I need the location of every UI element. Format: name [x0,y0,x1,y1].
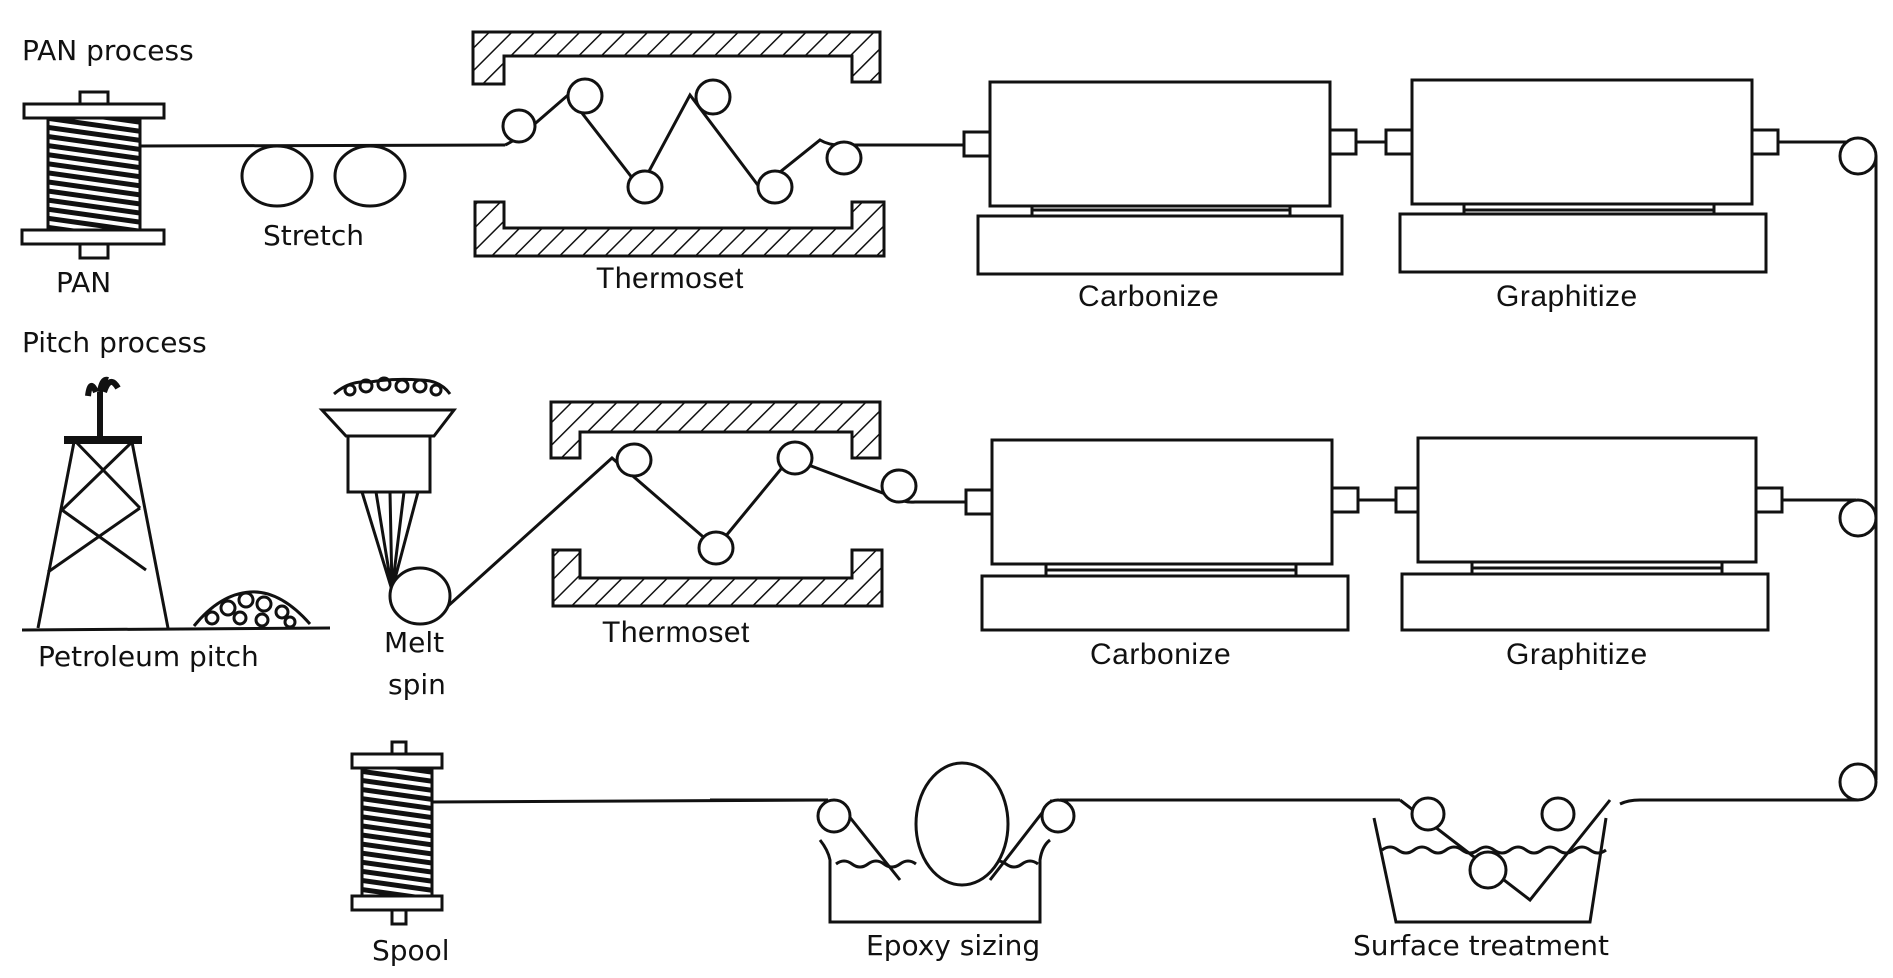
epoxy-sizing-label: Epoxy sizing [866,929,1040,962]
thermoset-oven-top-icon [471,30,886,258]
thermoset-mid-label: Thermoset [602,616,750,649]
pitch-process-heading: Pitch process [22,326,207,359]
guide-roller-top-icon [1838,136,1878,176]
thermoset-oven-mid-icon [549,400,884,608]
carbonize-furnace-top-icon [962,80,1358,276]
carbonize-furnace-mid-icon [964,438,1360,632]
return-path [1778,136,1878,802]
pan-spool-icon [20,90,166,260]
melt-spinner-icon [318,376,458,626]
graphitize-top-label: Graphitize [1496,280,1638,313]
guide-roller-mid-icon [1838,498,1878,538]
graphitize-furnace-top-icon [1384,78,1780,274]
spin-label: spin [388,668,446,701]
graphitize-mid-label: Graphitize [1506,638,1648,671]
thermoset-rollers-mid-icon [446,440,965,608]
surface-treatment-bath-icon [1120,796,1612,924]
carbonize-mid-label: Carbonize [1090,638,1231,671]
fiber-path-bottom-left [429,798,829,804]
thermoset-top-label: Thermoset [596,262,744,295]
fiber-path-top [139,143,506,148]
pan-label: PAN [56,266,111,299]
carbonize-top-label: Carbonize [1078,280,1219,313]
spool-label: Spool [372,934,450,967]
graphitize-furnace-mid-icon [1394,436,1784,632]
melt-label: Melt [384,626,444,659]
guide-roller-bottom-icon [1838,762,1878,802]
surface-treatment-label: Surface treatment [1353,929,1609,962]
pan-process-heading: PAN process [22,34,194,67]
stretch-label: Stretch [263,219,364,252]
take-up-spool-icon [350,740,444,926]
petroleum-pitch-label: Petroleum pitch [38,640,259,673]
fiber-path-bottom-right [1619,798,1858,806]
pitch-pile-icon [192,590,312,629]
epoxy-sizing-bath-icon [710,761,1120,924]
thermoset-rollers-top-icon [501,77,965,205]
oil-derrick-icon [21,376,331,632]
stretch-rollers-icon [240,144,407,208]
